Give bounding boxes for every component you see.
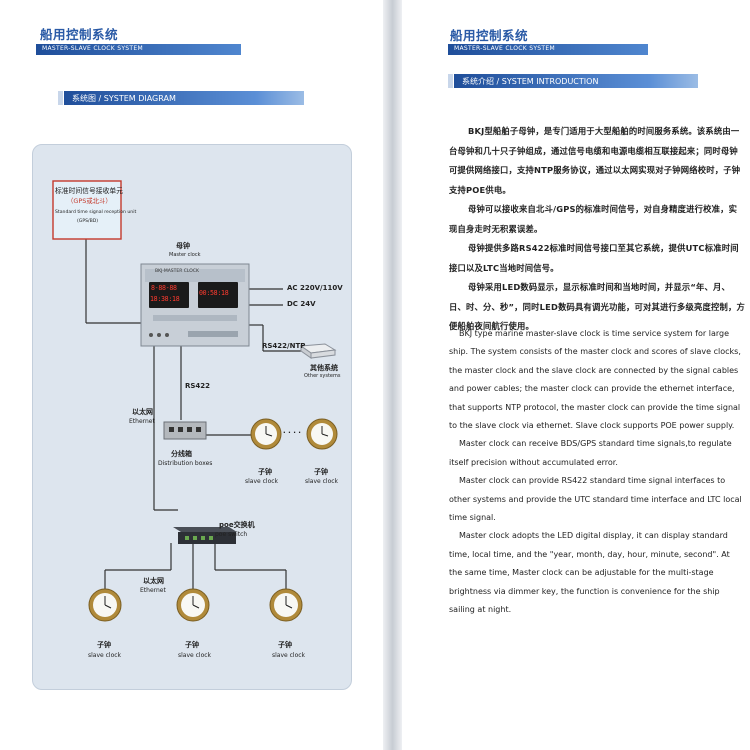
distribution-box-label-en: Distribution boxes xyxy=(158,460,213,467)
ethernet2-label-zh: 以太网 xyxy=(143,577,164,585)
brand-subtitle: MASTER-SLAVE CLOCK SYSTEM xyxy=(42,45,143,52)
slave-clock-3 xyxy=(88,588,122,622)
slave-clock-4 xyxy=(176,588,210,622)
other-systems-label-en: Other systems xyxy=(304,373,341,379)
section-header-intro: 系统介绍 / SYSTEM INTRODUCTION xyxy=(454,74,698,88)
reception-unit-label-en2: (GPS/BD) xyxy=(77,219,99,224)
ethernet-label-zh: 以太网 xyxy=(132,408,153,416)
master-clock-device xyxy=(140,263,250,347)
intro-cn-paragraph: 母钟采用LED数码显示，显示标准时间和当地时间，并显示“年、月、日、时、分、秒”… xyxy=(449,282,745,331)
reception-unit-label-zh2: （GPS或北斗） xyxy=(67,197,112,205)
section-header-diagram: 系统图 / SYSTEM DIAGRAM xyxy=(64,91,304,105)
intro-en-text: BKJ type marine master-slave clock is ti… xyxy=(449,325,745,620)
dc-label: DC 24V xyxy=(287,300,316,308)
section-title: 系统图 / SYSTEM DIAGRAM xyxy=(72,94,176,103)
section-marker xyxy=(58,91,63,105)
slave-clock-5-label-en: slave clock xyxy=(272,652,306,659)
right-page: 船用控制系统 MASTER-SLAVE CLOCK SYSTEM 系统介绍 / … xyxy=(402,0,750,750)
intro-en-paragraph: Master clock adopts the LED digital disp… xyxy=(449,531,730,615)
ethernet-label-en: Ethernet xyxy=(129,418,155,425)
reception-unit-label-zh: 标准时间信号接收单元 xyxy=(55,187,123,195)
intro-en-paragraph: Master clock can provide RS422 standard … xyxy=(449,476,742,523)
brand-subtitle-bar-right: MASTER-SLAVE CLOCK SYSTEM xyxy=(448,44,648,55)
book-gutter xyxy=(383,0,402,750)
master-clock-label-en: Master clock xyxy=(169,252,201,258)
slave-clock-2-label-zh: 子钟 xyxy=(314,468,328,476)
slave-clock-2 xyxy=(306,418,338,450)
other-systems-device xyxy=(299,343,337,359)
section-title-intro: 系统介绍 / SYSTEM INTRODUCTION xyxy=(462,77,599,86)
master-panel-text: BKJ-MASTER CLOCK xyxy=(155,269,199,274)
slave-clock-5-label-zh: 子钟 xyxy=(278,641,292,649)
connection-lines xyxy=(85,239,301,591)
brand-subtitle-bar: MASTER-SLAVE CLOCK SYSTEM xyxy=(36,44,241,55)
distribution-box xyxy=(163,421,207,440)
slave-clock-1 xyxy=(250,418,282,450)
intro-cn-paragraph: 母钟可以接收来自北斗/GPS的标准时间信号，对自身精度进行校准，实现自身走时无积… xyxy=(449,204,738,234)
rs422-label: RS422 xyxy=(185,382,211,390)
slave-clock-1-label-zh: 子钟 xyxy=(258,468,272,476)
slave-clock-3-label-en: slave clock xyxy=(88,652,122,659)
poe-switch-label-en: poe switch xyxy=(215,531,248,538)
left-page: 船用控制系统 MASTER-SLAVE CLOCK SYSTEM 系统图 / S… xyxy=(0,0,383,750)
ac-label: AC 220V/110V xyxy=(287,284,343,292)
section-marker-right xyxy=(448,74,453,88)
slave-clock-1-label-en: slave clock xyxy=(245,478,279,485)
intro-cn-text: BKJ型船舶子母钟，是专门适用于大型船舶的时间服务系统。该系统由一台母钟和几十只… xyxy=(449,122,745,337)
reception-unit xyxy=(52,180,122,240)
slave-clock-5 xyxy=(269,588,303,622)
led-display-1: 8-88-88 xyxy=(151,284,177,292)
diagram-graphics xyxy=(52,180,338,622)
slave-clock-2-label-en: slave clock xyxy=(305,478,339,485)
more-clocks-dots: · · · · xyxy=(283,429,301,437)
slave-clock-4-label-en: slave clock xyxy=(178,652,212,659)
intro-cn-paragraph: BKJ型船舶子母钟，是专门适用于大型船舶的时间服务系统。该系统由一台母钟和几十只… xyxy=(449,126,741,195)
slave-clock-4-label-zh: 子钟 xyxy=(185,641,199,649)
poe-switch-label-zh: poe交换机 xyxy=(219,521,255,529)
master-clock-label-zh: 母钟 xyxy=(176,242,190,250)
ethernet2-label-en: Ethernet xyxy=(140,587,166,594)
brand-title-right: 船用控制系统 xyxy=(450,28,529,43)
intro-en-paragraph: BKJ type marine master-slave clock is ti… xyxy=(449,329,741,431)
system-diagram: 标准时间信号接收单元 （GPS或北斗） Standard time signal… xyxy=(32,144,352,690)
intro-cn-paragraph: 母钟提供多路RS422标准时间信号接口至其它系统，提供UTC标准时间接口以及LT… xyxy=(449,243,739,273)
led-display-2: 18:38:18 xyxy=(150,295,180,303)
led-display-3: 00:58:18 xyxy=(199,289,229,297)
intro-en-paragraph: Master clock can receive BDS/GPS standar… xyxy=(449,439,732,467)
rs422-ntp-label: RS422/NTP xyxy=(262,342,306,350)
distribution-box-label-zh: 分线箱 xyxy=(171,450,192,458)
brand-title: 船用控制系统 xyxy=(40,27,119,42)
slave-clock-3-label-zh: 子钟 xyxy=(97,641,111,649)
reception-unit-label-en: Standard time signal reception unit xyxy=(55,210,137,215)
poe-switch xyxy=(173,527,237,544)
brand-subtitle-right: MASTER-SLAVE CLOCK SYSTEM xyxy=(454,45,555,52)
other-systems-label-zh: 其他系统 xyxy=(310,364,338,372)
